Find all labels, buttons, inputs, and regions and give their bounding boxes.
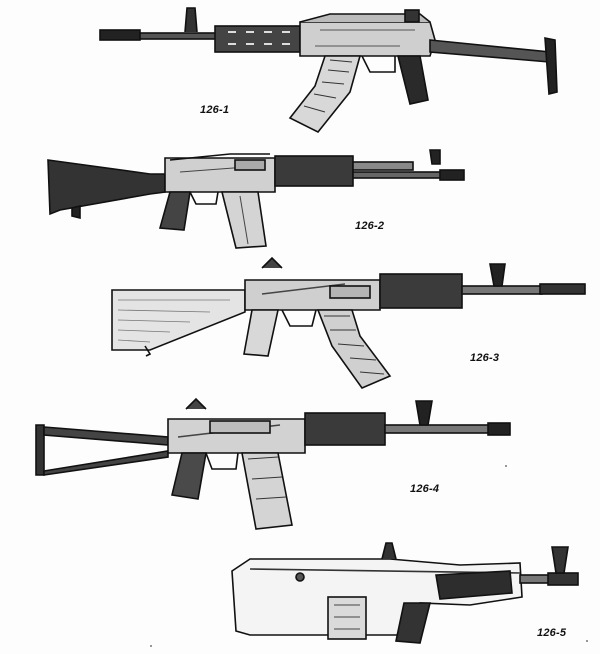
figure-126-3: 126-3 — [0, 250, 600, 395]
caption-126-2: 126-2 — [355, 220, 385, 232]
dust-speck — [150, 645, 152, 647]
figure-126-2: 126-2 — [0, 140, 600, 250]
rifle-126-2-drawing — [47, 149, 465, 249]
dust-speck — [586, 640, 588, 642]
figure-126-1: 126-1 — [0, 0, 600, 140]
rifle-126-3-drawing — [111, 256, 586, 389]
dust-speck — [505, 465, 507, 467]
figure-126-5: 126-5 — [0, 535, 600, 654]
figure-126-4: 126-4 — [0, 395, 600, 535]
caption-126-3: 126-3 — [470, 352, 500, 364]
caption-126-1: 126-1 — [200, 104, 230, 116]
caption-126-4: 126-4 — [410, 483, 440, 495]
rifle-126-4-drawing — [35, 397, 511, 530]
rifle-126-1-drawing — [99, 7, 558, 134]
caption-126-5: 126-5 — [537, 627, 567, 639]
rifle-126-5-drawing — [231, 542, 579, 644]
